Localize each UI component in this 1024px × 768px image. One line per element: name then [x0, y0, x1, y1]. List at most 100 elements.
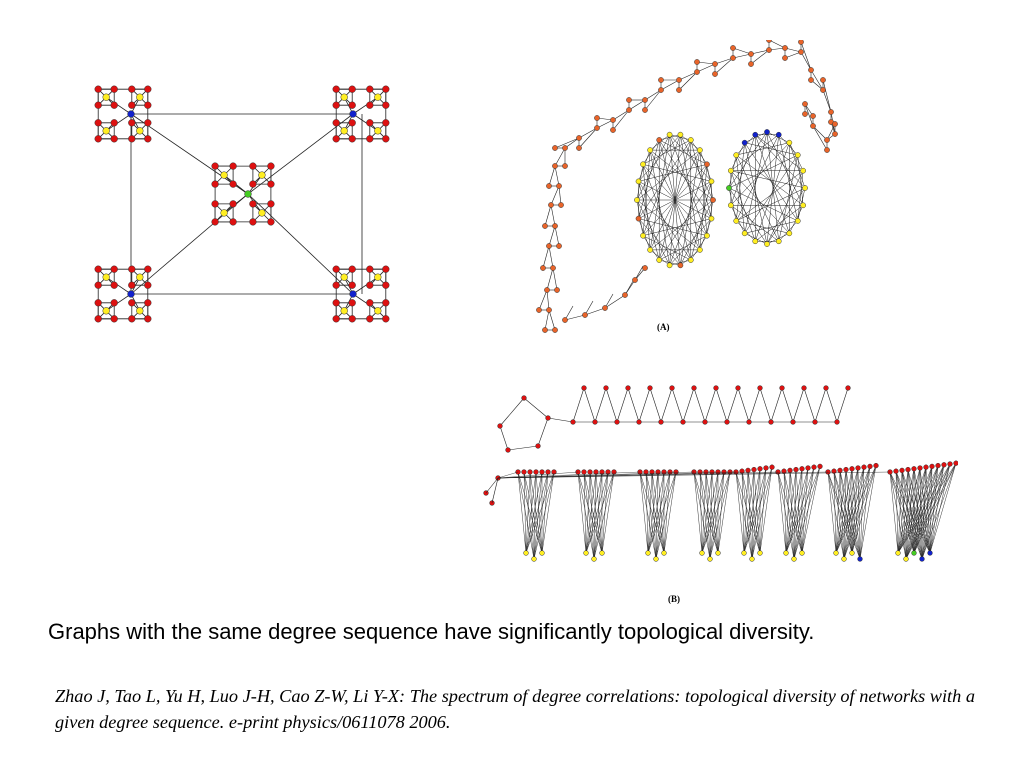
network-edge — [901, 470, 907, 560]
network-node — [136, 307, 144, 315]
network-node — [855, 465, 861, 471]
network-edge — [732, 53, 752, 59]
network-node — [861, 464, 867, 470]
network-edge — [905, 469, 909, 560]
network-edge — [905, 463, 951, 560]
network-edge — [669, 134, 712, 182]
network-edge — [485, 477, 499, 494]
network-edge — [778, 155, 798, 242]
network-node — [779, 385, 785, 391]
network-node — [374, 307, 382, 315]
network-edge — [897, 467, 927, 554]
network-edge — [705, 471, 719, 554]
network-node — [94, 315, 102, 323]
network-edge — [105, 96, 132, 115]
network-node — [673, 469, 679, 475]
network-node — [605, 469, 611, 475]
network-edge — [741, 471, 753, 560]
network-edge — [835, 467, 859, 554]
network-edge — [748, 387, 761, 423]
network-node — [757, 466, 763, 472]
network-node — [267, 200, 275, 208]
network-edge — [655, 471, 671, 560]
network-node — [802, 185, 808, 191]
network-edge — [533, 471, 537, 560]
network-node — [556, 243, 562, 249]
network-edge — [728, 131, 768, 189]
network-edge — [895, 471, 907, 560]
network-node — [757, 550, 763, 556]
network-node — [636, 419, 642, 425]
network-node — [545, 469, 551, 475]
network-edge — [812, 125, 828, 151]
network-node — [642, 265, 648, 271]
network-edge — [693, 387, 706, 423]
network-edge — [913, 468, 923, 560]
network-node — [712, 71, 718, 77]
network-edge — [352, 276, 379, 295]
network-node — [340, 307, 348, 315]
network-edge — [525, 471, 531, 554]
network-edge — [659, 139, 708, 165]
network-node — [828, 109, 834, 115]
network-node — [834, 419, 840, 425]
network-node — [340, 93, 348, 101]
network-edge — [839, 470, 853, 554]
network-edge — [554, 147, 566, 167]
network-edge — [663, 471, 671, 554]
network-node — [340, 273, 348, 281]
network-node — [626, 107, 632, 113]
network-edge — [793, 467, 809, 560]
network-node — [374, 273, 382, 281]
network-node — [833, 550, 839, 556]
network-node — [790, 419, 796, 425]
network-node — [653, 556, 659, 562]
network-edge — [833, 471, 845, 560]
network-node — [726, 185, 732, 191]
network-node — [812, 419, 818, 425]
network-edge — [605, 387, 618, 423]
network-node — [775, 131, 782, 138]
network-edge — [897, 466, 933, 554]
network-edge — [649, 134, 670, 250]
network-edge — [704, 387, 717, 423]
network-node — [505, 447, 511, 453]
network-edge — [913, 467, 927, 554]
network-edge — [578, 127, 598, 149]
network-node — [576, 145, 582, 151]
network-edge — [638, 181, 712, 219]
network-node — [655, 469, 661, 475]
network-edge — [843, 466, 871, 560]
network-node — [782, 55, 788, 61]
network-node — [102, 127, 110, 135]
network-edge — [554, 225, 560, 247]
network-edge — [548, 245, 554, 269]
network-edge — [585, 471, 615, 554]
network-node — [766, 40, 772, 43]
network-node — [348, 101, 356, 109]
network-edge — [693, 471, 711, 560]
network-edge — [835, 466, 871, 554]
network-edge — [897, 464, 945, 554]
network-edge — [130, 113, 249, 195]
network-node — [745, 467, 751, 474]
network-node — [332, 119, 340, 127]
network-edge — [783, 471, 795, 560]
network-edge — [525, 471, 549, 554]
network-node — [645, 550, 651, 556]
network-edge — [491, 477, 499, 504]
network-node — [366, 265, 374, 273]
network-node — [366, 135, 374, 143]
network-edge — [755, 134, 790, 234]
network-node — [783, 550, 789, 556]
network-node — [741, 230, 748, 237]
network-edge — [895, 471, 899, 554]
network-a-svg — [536, 40, 838, 333]
network-edge — [801, 467, 809, 554]
network-edge — [701, 471, 713, 554]
network-node — [144, 85, 152, 93]
network-edge — [678, 71, 698, 81]
network-edge — [785, 468, 803, 554]
network-edge — [750, 49, 770, 65]
network-node — [587, 469, 593, 475]
